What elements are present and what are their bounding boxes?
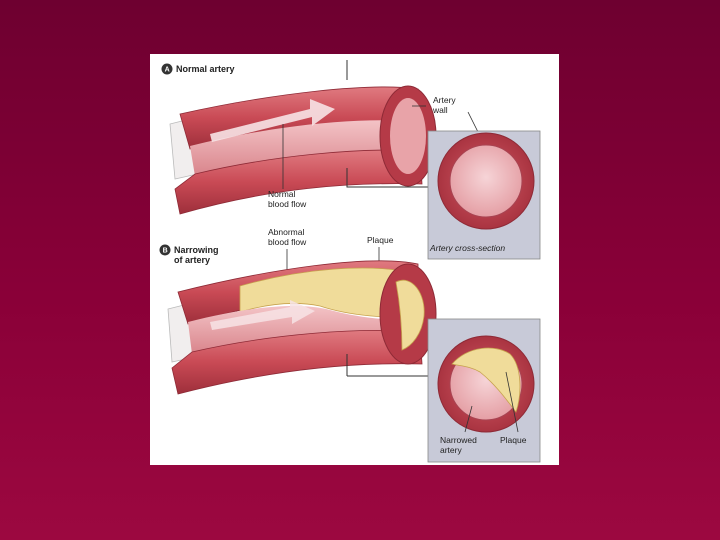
artery-lumen: [190, 120, 420, 176]
badge-b-circle: [159, 244, 171, 256]
panel-a-title: Normal artery: [176, 64, 235, 74]
panel-b-title-1: Narrowing: [174, 245, 219, 255]
artery-b-wall-lower: [171, 330, 423, 395]
artery-b-end-plaque: [395, 279, 425, 351]
connector-a: [346, 168, 428, 188]
label-normal-flow-1: Normal: [268, 189, 296, 199]
badge-a-circle: [161, 63, 173, 75]
narrowed-pointer: [464, 405, 473, 433]
label-narrowed-1: Narrowed: [440, 435, 477, 445]
artery-wall-lower: [174, 149, 423, 215]
label-abnormal-1: Abnormal: [268, 227, 304, 237]
panel-b-title-2: of artery: [174, 255, 210, 265]
cross-section-plaque: [451, 347, 521, 413]
cross-section-lumen: [449, 144, 523, 218]
artery-end-lumen: [390, 98, 426, 174]
artery-figure: A Normal artery Normal: [150, 54, 559, 465]
label-wall-1: Artery: [433, 95, 456, 105]
badge-a: A: [165, 67, 170, 74]
caption-cross-section: Artery cross-section: [429, 243, 505, 253]
panel-a: A Normal artery Normal: [161, 60, 541, 260]
label-wall-2: wall: [432, 105, 448, 115]
abnormal-flow-arrow: [210, 300, 315, 330]
label-narrowed-2: artery: [440, 445, 462, 455]
label-plaque-b: Plaque: [367, 235, 394, 245]
label-plaque-cross: Plaque: [500, 435, 527, 445]
artery-diagram: A Normal artery Normal: [159, 60, 541, 463]
label-normal-flow-2: blood flow: [268, 199, 307, 209]
plaque2-pointer: [505, 371, 519, 433]
panel-b: B Narrowing of artery Abnormal blood flo…: [159, 227, 541, 463]
label-abnormal-2: blood flow: [268, 237, 307, 247]
badge-b: B: [163, 248, 168, 255]
normal-flow-arrow: [210, 99, 335, 142]
